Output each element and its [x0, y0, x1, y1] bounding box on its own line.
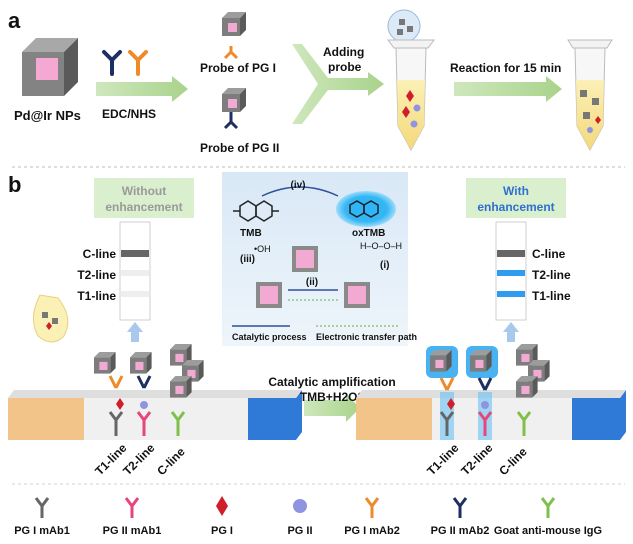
- without-enhancement-box: [94, 178, 194, 218]
- without-label: Without: [122, 184, 167, 198]
- probe-label: probe: [328, 60, 362, 74]
- oxtmb-glow-icon: [336, 191, 396, 227]
- step-i-label: (i): [380, 260, 389, 271]
- enhancement-label-right: enhancement: [477, 200, 554, 214]
- right-c-line-label: C-line: [532, 247, 566, 261]
- right-c-strip-label: C-line: [496, 444, 530, 478]
- pd-ir-nps-label: Pd@Ir NPs: [14, 108, 81, 123]
- step-ii-label: (ii): [306, 277, 318, 288]
- legend-item: PG II mAb1: [103, 497, 162, 537]
- probe-pg2-icon: [222, 88, 246, 130]
- edc-nhs-label: EDC/NHS: [102, 107, 156, 121]
- antibody-pair-icon: [102, 50, 148, 76]
- with-enhancement-box: [466, 178, 566, 218]
- right-t1-band: [497, 291, 525, 297]
- legend-item: Goat anti-mouse IgG: [494, 497, 602, 537]
- nanozyme-center-icon: [292, 246, 318, 272]
- left-c-band: [121, 250, 149, 257]
- electronic-path-label: Electronic transfer path: [316, 332, 417, 342]
- probe-pg2-label: Probe of PG II: [200, 141, 279, 155]
- oh-radical-label: •OH: [254, 244, 271, 254]
- right-t1-line-label: T1-line: [532, 289, 571, 303]
- nanozyme-left-icon: [256, 282, 282, 308]
- panel-b-label: b: [8, 172, 21, 197]
- step-iv-arrow: [261, 186, 339, 197]
- tmb-molecule-icon: [233, 200, 279, 222]
- enhancement-label-left: enhancement: [105, 200, 182, 214]
- antibody-icon: [364, 497, 380, 518]
- left-bound-probes: [94, 344, 204, 398]
- right-t2-line-label: T2-line: [532, 268, 571, 282]
- reaction-arrow: [454, 76, 562, 102]
- left-t2-strip-label: T2-line: [120, 441, 157, 478]
- left-c-strip-label: C-line: [154, 444, 188, 478]
- nanozyme-right-icon: [344, 282, 370, 308]
- probe-pg1-label: Probe of PG I: [200, 61, 276, 75]
- antibody-icon: [540, 497, 556, 518]
- antibody-icon: [34, 497, 50, 518]
- legend-label: PG I mAb1: [14, 525, 70, 537]
- diamond-icon: [216, 496, 228, 516]
- legend-item: PG II: [287, 499, 313, 537]
- right-capture-antibodies: [439, 392, 532, 440]
- sample-droplet-icon: [33, 294, 69, 343]
- merge-arrow: [292, 44, 384, 124]
- legend-label: PG I: [211, 525, 233, 537]
- adding-label: Adding: [323, 45, 364, 59]
- coupling-arrow: [96, 76, 188, 102]
- reaction-label: Reaction for 15 min: [450, 61, 561, 75]
- left-t2-line-label: T2-line: [77, 268, 116, 282]
- h2o2-label: H‒O‒O‒H: [360, 241, 402, 251]
- probe-pg1-icon: [222, 12, 246, 60]
- oxtmb-molecule-icon: [349, 200, 379, 218]
- left-test-strip: [8, 390, 302, 440]
- legend-item: PG I: [211, 496, 233, 537]
- pd-ir-nanoparticle-icon: [22, 38, 78, 96]
- step-iii-label: (iii): [240, 254, 255, 265]
- left-c-line-label: C-line: [83, 247, 117, 261]
- with-label: With: [503, 184, 529, 198]
- left-capture-antibodies: [108, 398, 186, 436]
- sphere-icon: [293, 499, 307, 513]
- antibody-icon: [452, 497, 468, 518]
- amplification-arrow: [304, 394, 360, 422]
- left-up-arrow: [127, 322, 143, 342]
- legend-label: Goat anti-mouse IgG: [494, 525, 602, 537]
- right-t2-band: [497, 270, 525, 276]
- right-test-strip: [356, 390, 626, 440]
- catalytic-process-label: Catalytic process: [232, 332, 307, 342]
- tube-before-icon: [387, 9, 435, 152]
- left-t1-line-label: T1-line: [77, 289, 116, 303]
- amplification-label: Catalytic amplification: [268, 375, 395, 389]
- right-c-band: [497, 250, 525, 257]
- legend-item: PG I mAb1: [14, 497, 70, 537]
- legend-label: PG I mAb2: [344, 525, 400, 537]
- left-t2-band: [121, 270, 149, 276]
- right-up-arrow: [503, 322, 519, 342]
- legend-label: PG II mAb2: [431, 525, 490, 537]
- oxtmb-label: oxTMB: [352, 228, 385, 239]
- panel-a-label: a: [8, 8, 21, 33]
- step-iv-label: (iv): [291, 180, 306, 191]
- right-t2-strip-label: T2-line: [458, 441, 495, 478]
- antibody-icon: [124, 497, 140, 518]
- tube-after-icon: [567, 39, 613, 152]
- legend-item: PG I mAb2: [344, 497, 400, 537]
- legend-label: PG II mAb1: [103, 525, 162, 537]
- legend-label: PG II: [287, 525, 312, 537]
- tmb-h2o2-label: TMB+H2O2: [300, 390, 365, 404]
- legend: PG I mAb1 PG II mAb1 PG I PG II PG I mAb2 PG …: [14, 496, 602, 537]
- tmb-label: TMB: [240, 228, 262, 239]
- right-t1-strip-label: T1-line: [424, 441, 461, 478]
- legend-item: PG II mAb2: [431, 497, 490, 537]
- right-bound-probes: [426, 344, 550, 398]
- left-t1-band: [121, 291, 149, 297]
